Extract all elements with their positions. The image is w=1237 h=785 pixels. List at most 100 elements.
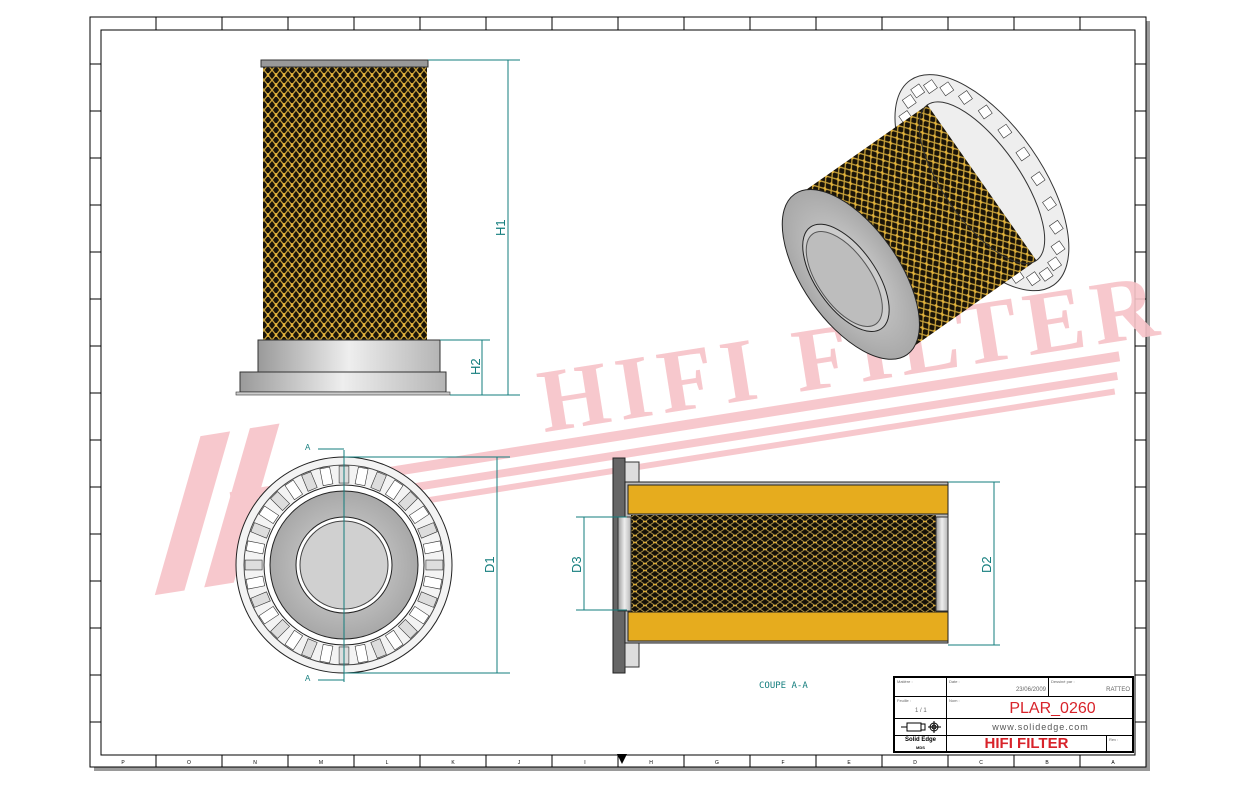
- company-name: HIFI FILTER: [984, 735, 1069, 752]
- flange-slot: [397, 618, 418, 639]
- flange-slot: [319, 643, 334, 664]
- flange-slot: [245, 540, 266, 555]
- flange-slot: [923, 79, 938, 94]
- zone-label: I: [584, 760, 585, 766]
- flange-slot: [284, 629, 304, 651]
- company-cell: HIFI FILTER: [947, 736, 1107, 753]
- side-view: [235, 59, 451, 396]
- date-cell: Date :23/06/2009: [947, 678, 1049, 697]
- zone-label: E: [847, 760, 851, 766]
- zone-label: J: [518, 760, 521, 766]
- section-view: [612, 457, 949, 674]
- flange-slot: [1050, 240, 1066, 256]
- flange-slot: [422, 575, 443, 590]
- flange-slot: [408, 505, 430, 525]
- flange-slot: [258, 605, 280, 625]
- zone-label: C: [979, 760, 983, 766]
- flange-slot: [250, 522, 271, 539]
- dim-h2-label: H2: [468, 358, 483, 375]
- flange-slot: [939, 81, 955, 97]
- drawing-name: PLAR_0260: [1009, 700, 1096, 717]
- zone-label: M: [319, 760, 323, 766]
- date-value: 23/06/2009: [1015, 687, 1046, 693]
- flange-slot: [997, 123, 1013, 139]
- flange-slot: [1030, 171, 1046, 187]
- drawn-by-label: Dessiné par :: [1051, 679, 1075, 684]
- section-caption: COUPE A-A: [759, 681, 808, 691]
- zone-label: K: [451, 760, 455, 766]
- flange-slot: [354, 466, 369, 487]
- rev-cell: Rev :: [1107, 736, 1134, 753]
- name-label: Nom :: [949, 698, 960, 703]
- drawn-by-value: RATTEO: [1106, 687, 1130, 693]
- name-cell: Nom : PLAR_0260: [947, 697, 1134, 719]
- sheet-cell: Feuille :1 / 1: [895, 697, 947, 719]
- zone-label: H: [649, 760, 653, 766]
- website-text: www.solidedge.com: [992, 722, 1089, 732]
- zone-label: A: [1111, 760, 1115, 766]
- flange-slot: [258, 505, 280, 525]
- flange-slot: [422, 540, 443, 555]
- flange-slot: [408, 605, 430, 625]
- flange-slot: [1038, 267, 1054, 282]
- isometric-view: [781, 74, 1070, 360]
- drawn-by-cell: Dessiné par : RATTEO: [1049, 678, 1134, 697]
- flange-slot: [1047, 256, 1062, 272]
- flange-slot: [284, 479, 304, 501]
- flange-slot: [397, 491, 418, 512]
- zone-label: B: [1045, 760, 1049, 766]
- flange-slot: [1042, 196, 1057, 212]
- watermark-logo: HIFI FILTER: [154, 255, 1172, 596]
- flange-slot: [1048, 219, 1064, 235]
- sheet-value: 1 / 1: [915, 708, 927, 714]
- flange-slot: [1015, 146, 1031, 162]
- dim-d3-label: D3: [569, 556, 584, 573]
- section-marker-bottom: A: [305, 674, 311, 683]
- flange-slot: [245, 575, 266, 590]
- flange-slot: [417, 522, 438, 539]
- projection-marker-icon: [617, 754, 627, 764]
- flange-slot: [901, 94, 917, 109]
- dimension-lines-section: [576, 481, 1000, 646]
- flange-slot: [977, 104, 993, 120]
- flange-slot: [910, 83, 926, 99]
- zone-label: G: [715, 760, 719, 766]
- end-view: [235, 450, 453, 682]
- sheet-label: Feuille :: [897, 698, 912, 703]
- flange-slot: [250, 591, 271, 608]
- flange-slot: [370, 471, 387, 492]
- zone-label: L: [386, 760, 389, 766]
- flange-slot: [384, 629, 404, 651]
- flange-slot: [417, 591, 438, 608]
- flange-slot: [384, 479, 404, 501]
- flange-slot: [370, 638, 387, 659]
- website-cell: www.solidedge.com: [947, 719, 1134, 736]
- zone-label: F: [781, 760, 784, 766]
- flange-slot: [354, 643, 369, 664]
- flange-slot: [244, 559, 263, 571]
- dim-d2-label: D2: [979, 556, 994, 573]
- flange-slot: [319, 466, 334, 487]
- dim-h1-label: H1: [493, 219, 508, 236]
- flange-slot: [301, 471, 318, 492]
- software-sub: MDS: [916, 745, 925, 750]
- section-marker-top: A: [305, 443, 311, 452]
- material-label: Matière :: [897, 679, 913, 684]
- flange-slot: [1025, 271, 1041, 287]
- rev-label: Rev :: [1109, 737, 1119, 742]
- flange-slot: [270, 491, 291, 512]
- flange-slot: [270, 618, 291, 639]
- flange-slot: [958, 90, 973, 105]
- projection-symbol-cell: [895, 719, 947, 736]
- dimension-lines-side: [428, 59, 520, 396]
- flange-slot: [301, 638, 318, 659]
- zone-label: P: [121, 760, 125, 766]
- software-name: Solid Edge: [904, 737, 936, 743]
- material-cell: Matière :: [895, 678, 947, 697]
- zone-ticks: [90, 17, 1146, 767]
- zone-label: D: [913, 760, 917, 766]
- dimension-lines-end: [318, 448, 510, 681]
